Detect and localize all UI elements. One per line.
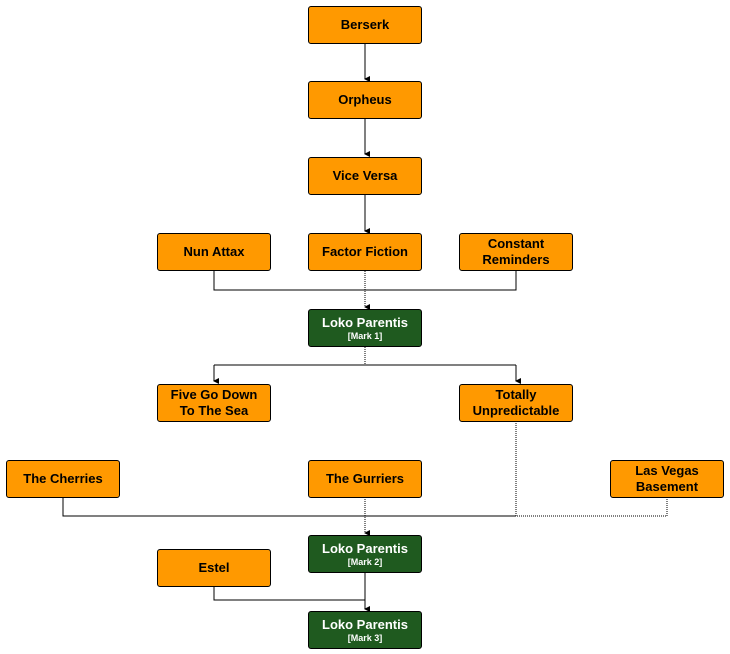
node-five-go-line2: To The Sea bbox=[179, 403, 249, 418]
node-vice-versa-label: Vice Versa bbox=[332, 168, 398, 183]
node-loko-parentis-mark2: Loko Parentis [Mark 2] bbox=[308, 535, 422, 573]
node-the-cherries-label: The Cherries bbox=[23, 471, 103, 486]
node-loko-parentis-mark1: Loko Parentis [Mark 1] bbox=[308, 309, 422, 347]
connector-cherries-loko2 bbox=[62, 497, 365, 517]
node-totally-unpredictable: Totally Unpredictable bbox=[459, 384, 573, 422]
connector-estel-loko3 bbox=[213, 587, 365, 601]
node-nun-attax: Nun Attax bbox=[157, 233, 271, 271]
connector-nun-attax-loko1 bbox=[213, 271, 365, 291]
node-estel-label: Estel bbox=[198, 560, 230, 575]
node-loko2-mark: [Mark 2] bbox=[347, 556, 383, 567]
node-the-cherries: The Cherries bbox=[6, 460, 120, 498]
node-las-vegas-line2: Basement bbox=[635, 479, 699, 494]
node-berserk-label: Berserk bbox=[340, 17, 390, 32]
node-loko1-mark: [Mark 1] bbox=[347, 330, 383, 341]
node-constant-reminders: Constant Reminders bbox=[459, 233, 573, 271]
node-the-gurriers: The Gurriers bbox=[308, 460, 422, 498]
node-loko1-name: Loko Parentis bbox=[322, 314, 408, 330]
connector-constant-reminders-loko1 bbox=[365, 271, 517, 291]
node-the-gurriers-label: The Gurriers bbox=[325, 471, 405, 486]
connector-las-vegas-loko2 bbox=[365, 497, 668, 517]
node-loko2-name: Loko Parentis bbox=[322, 540, 408, 556]
node-factor-fiction-label: Factor Fiction bbox=[322, 244, 408, 259]
node-factor-fiction: Factor Fiction bbox=[308, 233, 422, 271]
node-berserk: Berserk bbox=[308, 6, 422, 44]
node-vice-versa: Vice Versa bbox=[308, 157, 422, 195]
node-orpheus: Orpheus bbox=[308, 81, 422, 119]
node-constant-reminders-line2: Reminders bbox=[482, 252, 550, 267]
node-orpheus-label: Orpheus bbox=[338, 92, 392, 107]
node-las-vegas-basement: Las Vegas Basement bbox=[610, 460, 724, 498]
node-five-go-down-to-the-sea: Five Go Down To The Sea bbox=[157, 384, 271, 422]
node-loko3-mark: [Mark 3] bbox=[347, 632, 383, 643]
node-nun-attax-label: Nun Attax bbox=[183, 244, 245, 259]
node-las-vegas-line1: Las Vegas bbox=[635, 463, 699, 478]
node-constant-reminders-line1: Constant bbox=[487, 236, 545, 251]
node-loko-parentis-mark3: Loko Parentis [Mark 3] bbox=[308, 611, 422, 649]
node-estel: Estel bbox=[157, 549, 271, 587]
node-totally-line1: Totally bbox=[495, 387, 537, 402]
node-totally-line2: Unpredictable bbox=[472, 403, 560, 418]
node-loko3-name: Loko Parentis bbox=[322, 616, 408, 632]
node-five-go-line1: Five Go Down bbox=[170, 387, 258, 402]
